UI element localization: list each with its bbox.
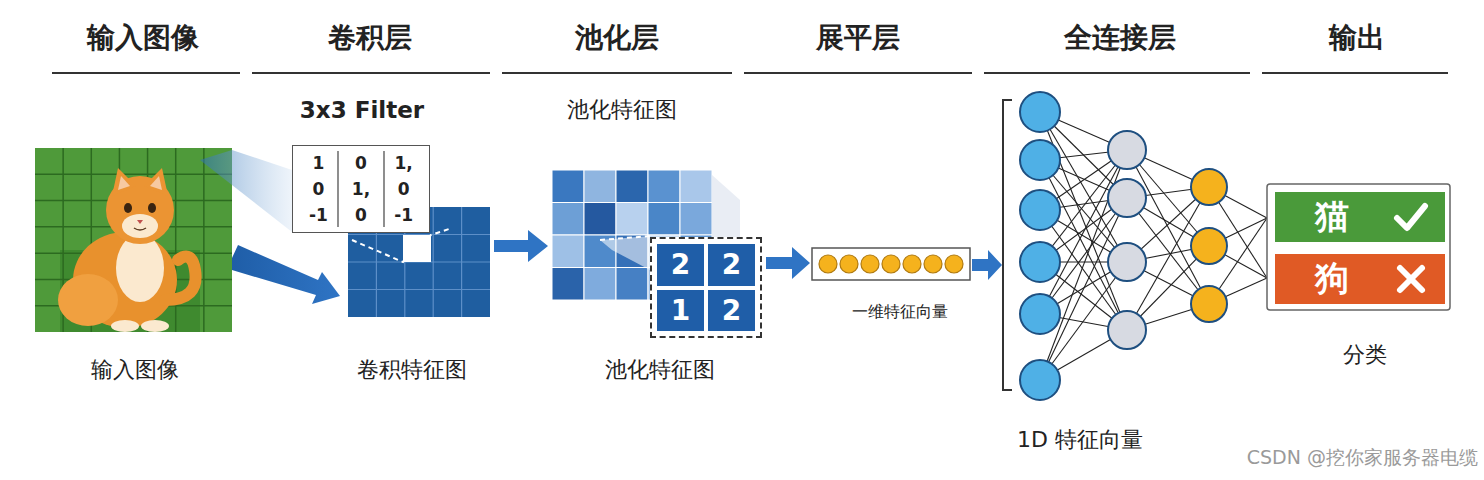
filter-beam <box>200 150 292 232</box>
pool-cell <box>552 268 584 301</box>
pool-cell <box>680 203 712 236</box>
input-image <box>35 148 232 332</box>
pool-cell <box>616 268 648 301</box>
vector-dot <box>882 255 900 273</box>
check-icon <box>1391 197 1431 237</box>
stage-header: 展平层 <box>816 22 900 54</box>
matrix-cell: 0 <box>340 150 383 176</box>
layer-bracket <box>1003 100 1012 390</box>
stage-caption: 1D 特征向量 <box>1017 427 1143 452</box>
pooled-matrix: 2212 <box>650 237 762 338</box>
matrix-cell: 1 <box>297 150 340 176</box>
watermark: CSDN @挖你家服务器电缆 <box>1247 447 1478 469</box>
stage-caption: 输入图像 <box>91 357 179 382</box>
stage-header: 卷积层 <box>328 22 412 54</box>
pool-beam <box>600 236 650 270</box>
input-neuron <box>1020 360 1060 400</box>
pool-value-cell: 2 <box>708 290 755 332</box>
matrix-cell: -1 <box>297 202 340 228</box>
grid-line <box>203 148 205 332</box>
pool-cell <box>616 170 648 203</box>
filter-title: 3x3 Filter <box>300 97 424 123</box>
flow-arrow <box>494 230 548 262</box>
stage-caption: 池化特征图 <box>605 357 715 382</box>
stage-header: 输入图像 <box>87 22 199 54</box>
pool-value-cell: 2 <box>657 244 704 286</box>
input-neuron <box>1020 92 1060 132</box>
matrix-divider <box>337 151 338 227</box>
matrix-cell: 0 <box>340 202 383 228</box>
output-neuron <box>1191 228 1227 264</box>
grid-line <box>348 234 490 235</box>
pool-cell <box>648 170 680 203</box>
matrix-cell: 0 <box>382 176 425 202</box>
pool-value-cell: 1 <box>657 290 704 332</box>
hidden-neuron <box>1108 311 1146 349</box>
grid-line <box>35 174 232 176</box>
feature-vector <box>812 248 970 280</box>
input-neuron <box>1020 140 1060 180</box>
output-neuron <box>1191 169 1227 205</box>
vector-dot <box>924 255 942 273</box>
output-frame <box>1267 184 1450 310</box>
fully-connected-net <box>1020 92 1267 400</box>
stage-header: 输出 <box>1329 22 1385 54</box>
vector-dot <box>840 255 858 273</box>
stage-caption: 一维特征向量 <box>852 303 948 321</box>
filter-matrix: 101,01,0-10-1 <box>292 145 430 233</box>
class-name: 狗 <box>1315 256 1349 302</box>
pool-cell <box>552 203 584 236</box>
map-title: 池化特征图 <box>567 97 677 122</box>
pool-cell <box>680 170 712 203</box>
pool-value-cell: 2 <box>708 244 755 286</box>
matrix-cell: 1, <box>382 150 425 176</box>
pool-cell <box>584 170 616 203</box>
flow-arrow <box>766 247 810 279</box>
pool-value: 2 <box>671 248 690 281</box>
class-dog: 狗 <box>1275 254 1445 304</box>
header-rule <box>52 72 1448 74</box>
output-neuron <box>1191 286 1227 322</box>
input-neuron <box>1020 190 1060 230</box>
vector-dot <box>945 255 963 273</box>
pool-cell <box>584 203 616 236</box>
pooled-feature-map <box>552 170 712 300</box>
cross-icon <box>1400 268 1422 290</box>
stage-caption: 卷积特征图 <box>357 357 467 382</box>
pool-cell <box>552 235 584 268</box>
class-name: 猫 <box>1315 194 1349 240</box>
stage-header: 池化层 <box>575 22 659 54</box>
hidden-neuron <box>1108 179 1146 217</box>
cross-icon <box>1400 268 1422 290</box>
pool-value: 1 <box>671 294 690 327</box>
check-icon <box>1397 206 1425 228</box>
vector-dot <box>861 255 879 273</box>
class-cat: 猫 <box>1275 192 1445 242</box>
input-neuron <box>1020 294 1060 334</box>
matrix-divider <box>383 151 384 227</box>
flow-arrow <box>232 245 340 304</box>
stage-caption: 分类 <box>1343 342 1387 367</box>
hidden-neuron <box>1108 243 1146 281</box>
pool-cell <box>616 203 648 236</box>
flow-arrow <box>972 250 1002 280</box>
pool-cell <box>584 268 616 301</box>
matrix-cell: 1, <box>340 176 383 202</box>
vector-dot <box>819 255 837 273</box>
input-neuron <box>1020 242 1060 282</box>
cross-icon <box>1391 259 1431 299</box>
pool-value: 2 <box>722 294 741 327</box>
matrix-cell: -1 <box>382 202 425 228</box>
hidden-neuron <box>1108 131 1146 169</box>
matrix-cell: 0 <box>297 176 340 202</box>
pool-value: 2 <box>722 248 741 281</box>
pool-cell <box>648 203 680 236</box>
stage-header: 全连接层 <box>1064 22 1176 54</box>
vector-dot <box>903 255 921 273</box>
grid-line <box>348 289 490 290</box>
pool-cell <box>552 170 584 203</box>
